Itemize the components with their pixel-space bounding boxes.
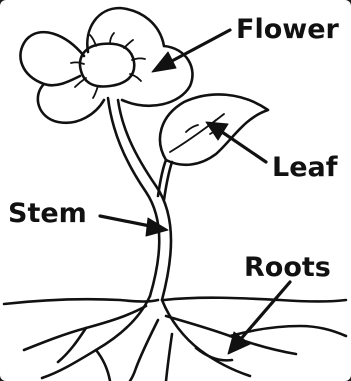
leaf-label: Leaf: [272, 154, 337, 181]
roots-label: Roots: [244, 254, 331, 281]
stem-label: Stem: [8, 200, 87, 227]
roots-arrow: [228, 282, 290, 354]
flower-label: Flower: [236, 16, 339, 43]
leaf-drawing: [158, 94, 268, 200]
ground-drawing: [4, 298, 346, 304]
roots-drawing: [24, 296, 346, 381]
